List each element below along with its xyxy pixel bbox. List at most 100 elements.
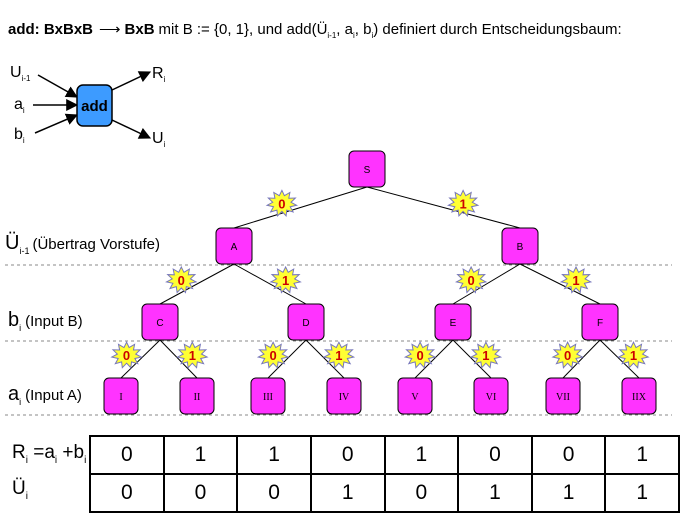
tree-node-e: E xyxy=(434,303,472,341)
tree-edge xyxy=(159,263,235,305)
truth-row-label-r: Ri =ai +bi xyxy=(12,442,87,466)
edge-badge-label: 0 xyxy=(278,196,285,211)
tree-node-box xyxy=(215,227,253,265)
edge-badge: 0 xyxy=(265,189,299,218)
tree-node-box xyxy=(348,150,386,188)
tree-node-box xyxy=(581,303,619,341)
edge-badge-star xyxy=(110,341,143,369)
tree-node-label: A xyxy=(231,242,238,253)
edge-badge: 0 xyxy=(403,341,437,369)
truth-cell: 0 xyxy=(89,473,165,513)
truth-cell: 1 xyxy=(383,435,460,475)
tree-node-box xyxy=(501,227,539,265)
adder-input-u: Ui-1 xyxy=(10,64,31,83)
truth-row-r: 0 1 1 0 1 0 0 1 xyxy=(89,435,680,475)
edge-badge-label: 0 xyxy=(123,348,130,363)
truth-cell: 1 xyxy=(530,473,607,513)
edge-badge-star xyxy=(446,189,480,218)
tree-node-box xyxy=(326,377,362,415)
edge-badge-label: 1 xyxy=(282,273,289,288)
edge-badge-label: 1 xyxy=(482,348,489,363)
edge-badge-label: 0 xyxy=(178,273,185,288)
tree-node-box xyxy=(397,377,433,415)
tree-edge xyxy=(233,263,307,305)
edge-badge: 0 xyxy=(551,341,584,369)
adder-input-a: ai xyxy=(14,96,25,115)
tree-node-vi: VI xyxy=(473,377,509,415)
tree-node-iix: IIX xyxy=(621,377,657,415)
tree-edge xyxy=(599,339,640,379)
edge-badge-star xyxy=(559,265,593,294)
level-label-b: bi(Input B) xyxy=(8,309,83,333)
edge-badge: 1 xyxy=(559,265,593,294)
tree-node-label: V xyxy=(411,392,419,403)
edge-badge-label: 0 xyxy=(269,348,276,363)
edge-badge: 0 xyxy=(110,341,143,369)
tree-node-box xyxy=(545,377,581,415)
edge-badge-label: 0 xyxy=(416,348,423,363)
tree-edge xyxy=(233,186,368,229)
tree-node-label: B xyxy=(517,242,524,253)
adder-output-r: Ri xyxy=(152,65,166,84)
tree-node-label: VI xyxy=(486,392,497,403)
edge-badge: 1 xyxy=(469,341,503,369)
tree-node-box xyxy=(179,377,215,415)
edge-badge-label: 1 xyxy=(189,348,196,363)
tree-edge xyxy=(452,263,521,305)
edge-badge-star xyxy=(551,341,584,369)
tree-node-s: S xyxy=(348,150,386,188)
adder-input-b: bi xyxy=(14,126,25,145)
edge-badge-label: 1 xyxy=(572,273,579,288)
tree-node-label: IIX xyxy=(632,392,647,403)
truth-cell: 1 xyxy=(309,473,386,513)
edge-badge: 0 xyxy=(454,265,488,294)
tree-node-box xyxy=(103,377,139,415)
edge-badge-label: 0 xyxy=(564,348,571,363)
edge-badge-star xyxy=(256,341,290,369)
tree-node-label: S xyxy=(364,165,371,176)
adder-label: add xyxy=(81,98,108,115)
edge-badge-star xyxy=(265,189,299,218)
tree-node-ii: II xyxy=(179,377,215,415)
tree-node-label: IV xyxy=(339,392,350,403)
tree-edge-badges: 0 1 0 1 0 1 0 1 0 1 0 1 0 1 xyxy=(110,189,650,369)
edge-badge: 1 xyxy=(176,341,209,369)
tree-node-box xyxy=(250,377,286,415)
tree-edge xyxy=(120,339,161,379)
truth-row-u: 0 0 0 1 0 1 1 1 xyxy=(89,473,680,513)
edge-badge-star xyxy=(322,341,356,369)
tree-node-label: C xyxy=(156,318,163,329)
edge-badge: 1 xyxy=(322,341,356,369)
tree-edges xyxy=(120,186,640,379)
adder-block: add Ui-1 ai bi Ri Ui xyxy=(10,64,166,149)
truth-row-label-u: Üi xyxy=(12,478,28,502)
edge-badge-label: 0 xyxy=(468,273,475,288)
truth-cell: 1 xyxy=(604,435,680,475)
truth-cell: 0 xyxy=(457,435,533,475)
edge-badge-label: 1 xyxy=(630,348,637,363)
edge-badge: 1 xyxy=(269,265,302,294)
adder-box xyxy=(76,84,113,127)
tree-edge xyxy=(519,263,601,305)
tree-edge xyxy=(562,339,601,379)
tree-node-i: I xyxy=(103,377,139,415)
tree-node-f: F xyxy=(581,303,619,341)
tree-node-label: E xyxy=(450,318,457,329)
tree-node-label: II xyxy=(194,392,201,403)
tree-edge xyxy=(159,339,198,379)
truth-table: 0 1 1 0 1 0 0 1 0 0 0 1 0 1 1 1 xyxy=(89,435,680,513)
tree-node-box xyxy=(621,377,657,415)
edge-badge-star xyxy=(269,265,302,294)
tree-node-a: A xyxy=(215,227,253,265)
edge-badge-star xyxy=(454,265,488,294)
tree-edge xyxy=(366,186,521,229)
truth-cell: 0 xyxy=(383,473,460,513)
tree-edge xyxy=(414,339,454,379)
tree-node-box xyxy=(473,377,509,415)
edge-badge-label: 1 xyxy=(335,348,342,363)
tree-edge xyxy=(267,339,307,379)
edge-badge: 1 xyxy=(446,189,480,218)
tree-node-label: F xyxy=(597,318,603,329)
